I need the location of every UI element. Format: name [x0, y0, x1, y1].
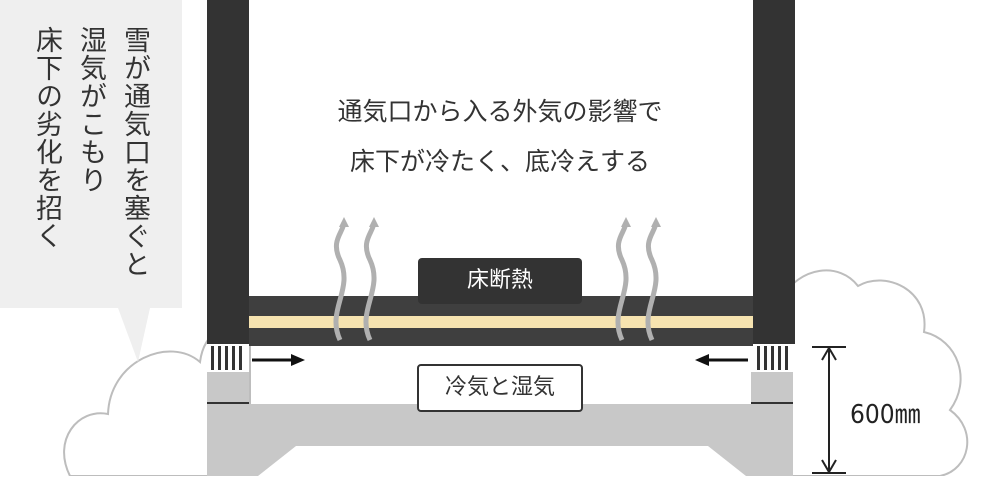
vent-right: [753, 344, 795, 372]
callout-line-2: 湿気がこもり: [75, 26, 106, 194]
cold-humid-air-label: 冷気と湿気: [417, 364, 583, 412]
callout-line-1: 雪が通気口を塞ぐと: [119, 26, 150, 278]
caption-line-2: 床下が冷たく、底冷えする: [349, 147, 650, 176]
left-wall: [207, 0, 249, 344]
floor: [249, 296, 753, 346]
callout-bubble: [0, 0, 182, 362]
vent-left: [207, 344, 249, 372]
insulation-layer: [249, 316, 753, 328]
snow-right: [779, 269, 969, 477]
foundation: [207, 372, 793, 476]
caption-line-1: 通気口から入る外気の影響で: [337, 97, 663, 126]
right-wall: [753, 0, 795, 344]
floor-insulation-label: 床断熱: [418, 258, 582, 304]
height-dimension: [812, 346, 846, 474]
height-label: 600㎜: [850, 400, 921, 430]
airflow-arrows: [333, 217, 661, 342]
callout-line-3: 床下の劣化を招く: [31, 26, 62, 250]
